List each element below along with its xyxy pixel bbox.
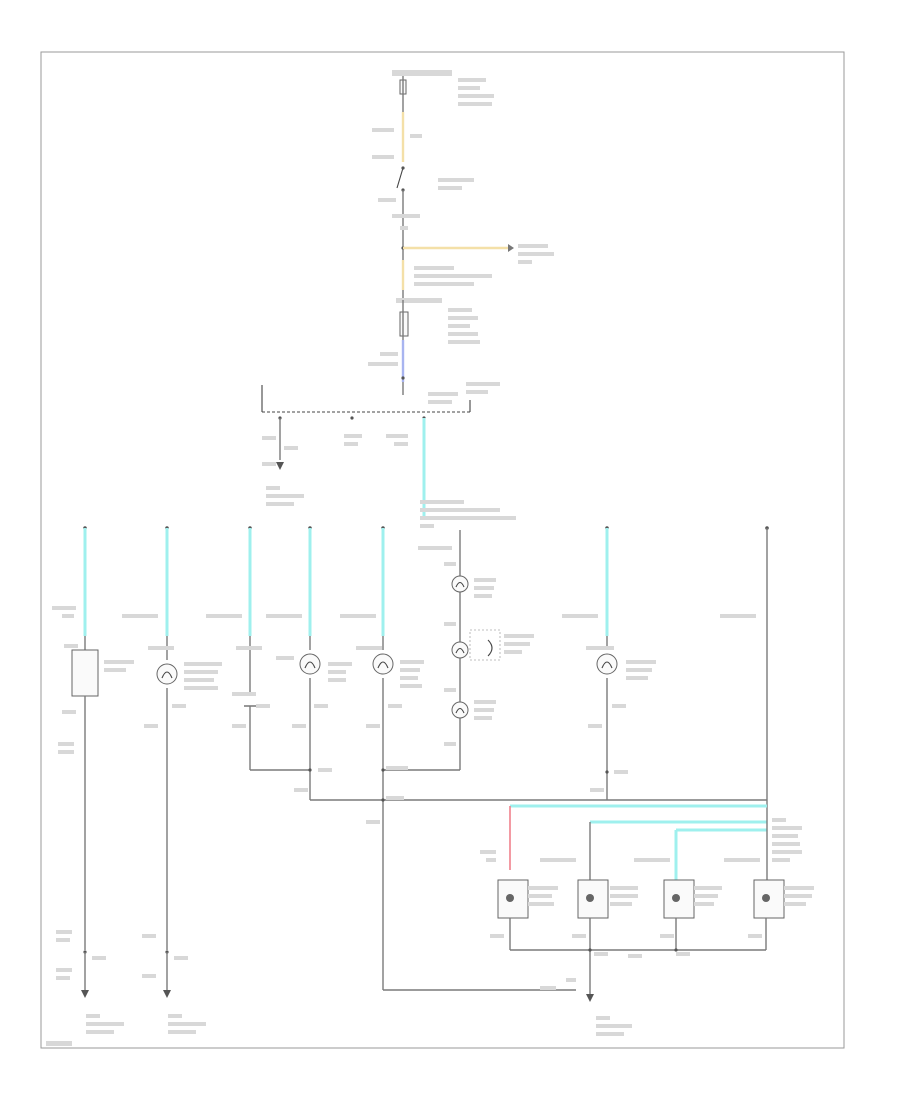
ground-bus <box>250 766 767 824</box>
component-lamp-3 <box>232 636 270 770</box>
left-ground-2 <box>142 934 206 1034</box>
lower-wire-labels <box>480 850 760 862</box>
left-ground-1 <box>56 930 124 1034</box>
dimmer-switch-assembly <box>261 382 500 446</box>
lower-lamp-3 <box>663 879 722 950</box>
wire-color-labels <box>52 546 756 618</box>
hot-at-all-times-source <box>392 70 494 106</box>
lower-lamp-4 <box>753 879 814 950</box>
footer-code-mark <box>46 1041 72 1046</box>
diagram-frame <box>40 51 845 1049</box>
component-lamp-7 <box>586 636 656 800</box>
ground-label-left <box>266 486 304 506</box>
lower-lamp-2 <box>577 879 638 1000</box>
splice-note <box>414 266 492 286</box>
feed-harness <box>509 804 802 880</box>
lower-lamp-1 <box>497 879 558 950</box>
component-lamp-5 <box>356 636 424 990</box>
component-lamp-2 <box>144 636 222 950</box>
fuse-box-connectors <box>372 128 422 159</box>
trailer-connector-label <box>518 244 554 264</box>
component-center-chain <box>444 530 534 770</box>
dual-light-switch <box>378 166 474 202</box>
component-module-1 <box>58 636 134 950</box>
lower-ground-bus <box>383 934 766 1036</box>
component-lamp-4 <box>276 636 352 800</box>
central-junction-box <box>396 298 480 344</box>
instrument-cluster-label <box>420 500 516 528</box>
